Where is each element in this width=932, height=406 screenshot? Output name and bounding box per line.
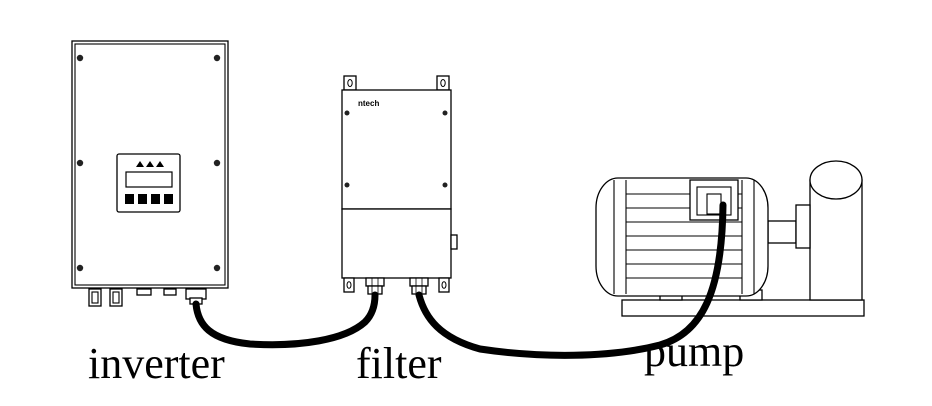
screw-icon [442, 182, 448, 188]
indicator-icon [156, 161, 164, 167]
pump-unit [595, 160, 865, 317]
screw-icon [76, 264, 84, 272]
filter-unit: ntech [341, 75, 458, 295]
side-knob [450, 234, 458, 250]
screw-icon [213, 159, 221, 167]
mounting-ear [438, 277, 450, 293]
lcd-display [125, 171, 173, 188]
indicator-icon [146, 161, 154, 167]
panel-button-icon [138, 194, 147, 204]
inverter-connectors [88, 288, 207, 307]
mounting-ear [436, 75, 450, 91]
cable-inverter-to-filter [192, 291, 379, 349]
panel-button-icon [164, 194, 173, 204]
screw-icon [213, 54, 221, 62]
screw-icon [76, 159, 84, 167]
indicator-icon [136, 161, 144, 167]
inverter-control-panel [116, 153, 181, 213]
filter-brand-label: ntech [358, 99, 379, 108]
screw-icon [442, 110, 448, 116]
motor [595, 177, 769, 297]
panel-button-icon [125, 194, 134, 204]
mounting-ear [343, 277, 355, 293]
label-filter: filter [356, 339, 442, 388]
screw-icon [344, 182, 350, 188]
pump-base [621, 299, 865, 317]
mounting-ear [343, 75, 357, 91]
shaft-coupling [767, 220, 797, 244]
screw-icon [344, 110, 350, 116]
inverter-unit [71, 40, 229, 307]
screw-icon [213, 264, 221, 272]
screw-icon [76, 54, 84, 62]
filter-cable-gland-right [409, 277, 429, 295]
panel-button-icon [151, 194, 160, 204]
label-pump: pump [644, 327, 744, 376]
label-inverter: inverter [88, 339, 225, 388]
cable-filter-to-pump [415, 201, 727, 359]
